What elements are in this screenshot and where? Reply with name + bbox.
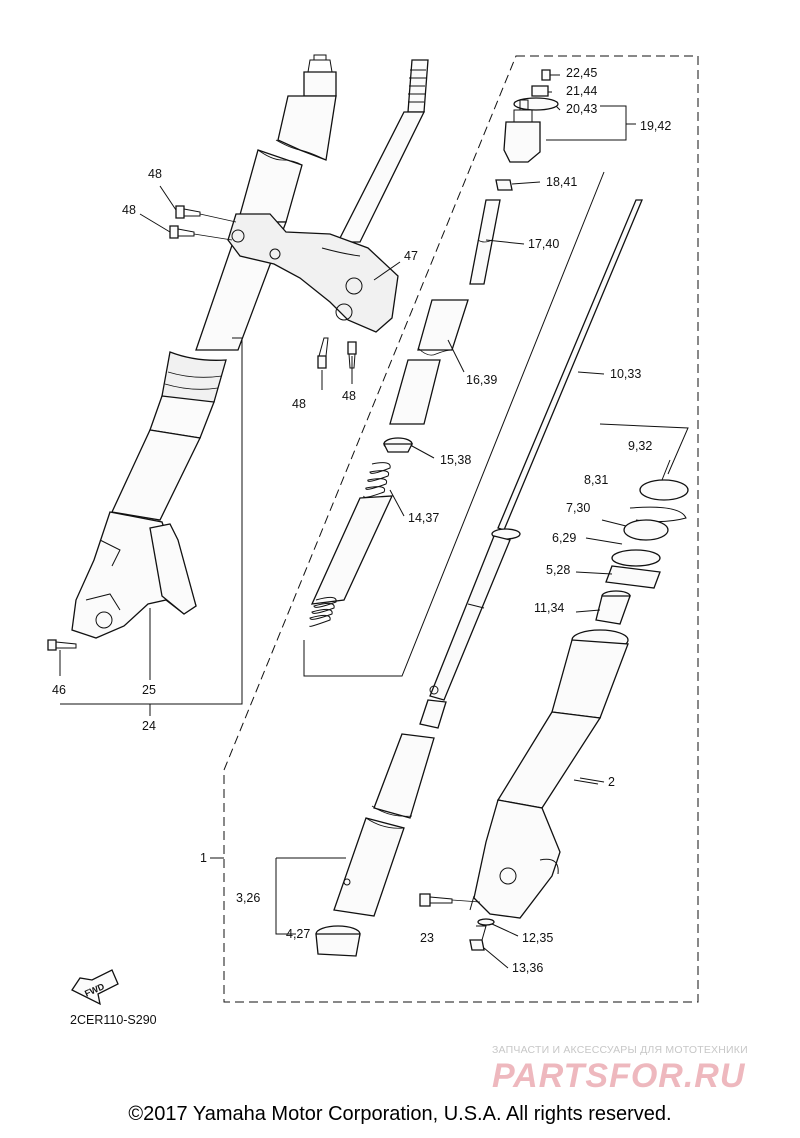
fwd-arrow-icon: FWD (71, 969, 119, 1006)
watermark-logo: PARTSFOR.RU (492, 1057, 746, 1095)
label-6-29: 6,29 (552, 531, 576, 545)
assembly-1-boundary (223, 55, 699, 1003)
label-23: 23 (420, 931, 434, 945)
assembled-fork-leg (47, 54, 337, 651)
label-13-36: 13,36 (512, 961, 543, 975)
label-9-32: 9,32 (628, 439, 652, 453)
left-leader-lines (59, 185, 401, 716)
label-17-40: 17,40 (528, 237, 559, 251)
label-48-a: 48 (148, 167, 162, 181)
label-48-c: 48 (292, 397, 306, 411)
label-24: 24 (142, 719, 156, 733)
label-47: 47 (404, 249, 418, 263)
label-2: 2 (608, 775, 615, 789)
damper-rod (419, 199, 643, 729)
label-48-d: 48 (342, 389, 356, 403)
label-22-45: 22,45 (566, 66, 597, 80)
label-46: 46 (52, 683, 66, 697)
top-cap-parts (495, 69, 559, 191)
label-5-28: 5,28 (546, 563, 570, 577)
label-25: 25 (142, 683, 156, 697)
label-8-31: 8,31 (584, 473, 608, 487)
callout-labels: 22,45 21,44 20,43 19,42 18,41 17,40 16,3… (52, 66, 671, 1027)
label-20-43: 20,43 (566, 102, 597, 116)
right-leader-lines (210, 74, 671, 969)
inner-tube-lower (275, 733, 435, 957)
label-16-39: 16,39 (466, 373, 497, 387)
outer-tube-lower-group (419, 423, 689, 951)
damper-rod-parts (382, 199, 501, 453)
label-15-38: 15,38 (440, 453, 471, 467)
label-12-35: 12,35 (522, 931, 553, 945)
label-14-37: 14,37 (408, 511, 439, 525)
copyright-notice: ©2017 Yamaha Motor Corporation, U.S.A. A… (128, 1103, 672, 1125)
steering-stem-assembly (169, 59, 429, 369)
label-19-42: 19,42 (640, 119, 671, 133)
diagram-code: 2CER110-S290 (70, 1013, 157, 1027)
label-3-26: 3,26 (236, 891, 260, 905)
label-11-34: 11,34 (534, 601, 564, 615)
label-10-33: 10,33 (610, 367, 641, 381)
label-21-44: 21,44 (566, 84, 597, 98)
watermark-subtitle: ЗАПЧАСТИ И АКСЕССУАРЫ ДЛЯ МОТОТЕХНИКИ (492, 1044, 748, 1056)
fork-spring (303, 171, 605, 677)
watermark-logo-text: PARTSFOR.RU (492, 1057, 746, 1095)
label-18-41: 18,41 (546, 175, 577, 189)
label-4-27: 4,27 (286, 927, 310, 941)
label-48-b: 48 (122, 203, 136, 217)
label-1: 1 (200, 851, 207, 865)
label-7-30: 7,30 (566, 501, 590, 515)
